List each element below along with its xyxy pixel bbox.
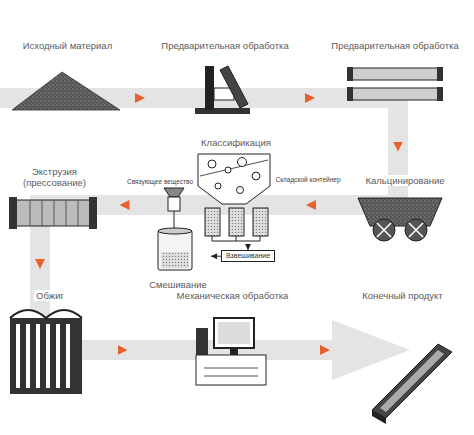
machining-icon: [196, 318, 266, 385]
flow-connector: [104, 195, 145, 215]
stage-node: Предварительная обработка: [150, 40, 300, 118]
mixer-icon: [158, 188, 192, 270]
stage-node: Обжиг: [5, 290, 95, 400]
stage-heading: Предварительная обработка: [329, 40, 460, 51]
roller-icon: [347, 67, 443, 101]
stage-node: Смешивание: [145, 215, 211, 290]
flow-connector: [388, 118, 408, 175]
stage-node: Классификация: [190, 137, 282, 245]
material-pile: [12, 72, 120, 110]
process-box: Взвешивание: [221, 250, 275, 262]
flow-connector: [30, 238, 50, 290]
kiln-slot: [16, 324, 20, 388]
stage-heading: Конечный продукт: [360, 290, 444, 301]
flow-connector: [300, 88, 320, 108]
stage-heading: Экструзия (прессование): [5, 166, 104, 189]
stage-heading: Кальцинирование: [363, 175, 446, 186]
part-label: Складской контейнер: [274, 176, 341, 184]
stage-node: Механическая обработка: [150, 290, 315, 390]
flow-band-arrowhead: [332, 320, 410, 380]
flow-connector: [130, 88, 150, 108]
kiln-slot: [56, 324, 60, 388]
flow-connector: [315, 340, 335, 360]
kiln-slot: [66, 324, 70, 388]
stage-heading: Предварительная обработка: [159, 40, 290, 51]
kiln-icon: [10, 310, 82, 394]
stage-heading: Исходный материал: [21, 40, 114, 51]
extrusion-press: [9, 197, 97, 229]
classifier-icon: [198, 154, 270, 241]
stage-heading: Смешивание: [147, 279, 209, 290]
kiln-slot: [36, 324, 40, 388]
stage-heading: Механическая обработка: [175, 290, 291, 301]
stage-node: Экструзия (прессование): [5, 166, 104, 238]
flow-band: [0, 98, 398, 350]
flow-connector: [282, 195, 340, 215]
flow-connector: [95, 340, 150, 360]
part-label: Связующее вещество: [126, 178, 194, 186]
calcination-cart: [358, 198, 442, 241]
stage-node: Исходный материал: [5, 40, 130, 115]
stage-node: Конечный продукт: [335, 290, 470, 420]
stage-node: Предварительная обработка: [320, 40, 470, 118]
feed-line: [211, 256, 221, 257]
stage-heading: Взвешивание: [226, 252, 270, 260]
stage-heading: Классификация: [199, 137, 273, 148]
stage-node: Кальцинирование: [340, 175, 470, 240]
crusher-icon: [195, 66, 250, 114]
product-profile: [372, 344, 452, 424]
kiln-slot: [46, 324, 50, 388]
kiln-slot: [26, 324, 30, 388]
stage-heading: Обжиг: [34, 290, 66, 301]
